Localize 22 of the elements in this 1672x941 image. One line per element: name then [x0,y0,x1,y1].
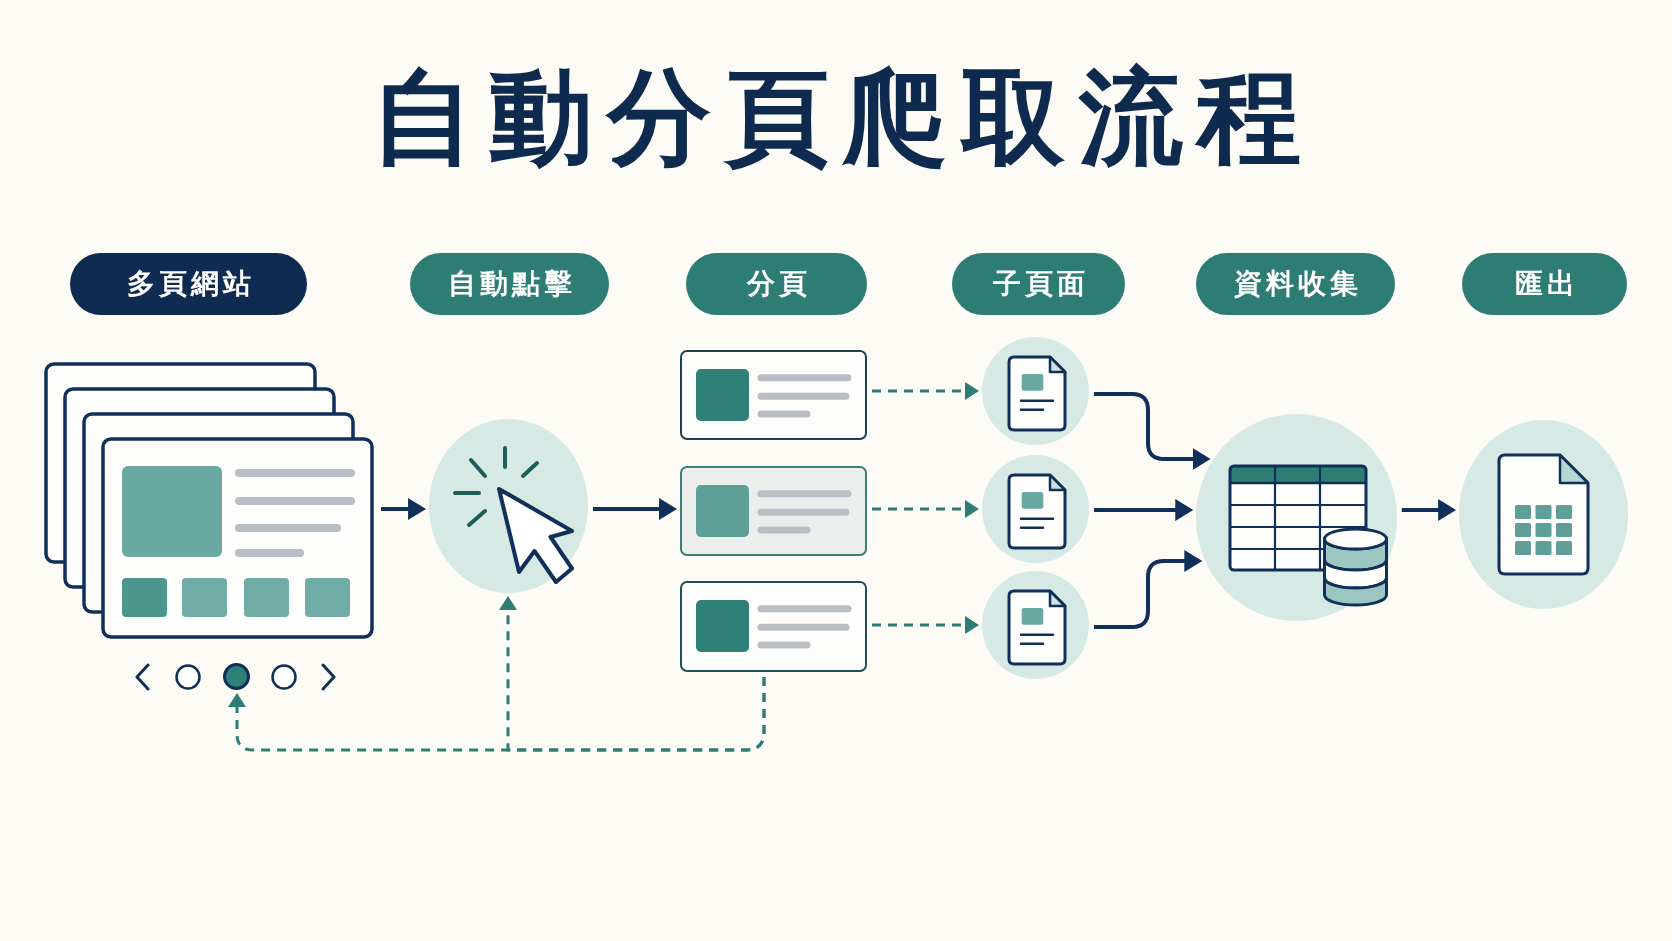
dashed-arrow [872,616,979,634]
arrow [381,498,427,520]
web-pages-illustration [42,361,376,642]
arrow [592,498,677,520]
arrow [1093,392,1211,470]
dashed-arrow [872,500,979,518]
diagram-title: 自動分頁爬取流程 [370,57,1316,177]
page-card [680,581,867,672]
step-heading: 多頁網站 [70,253,307,315]
arrow [1093,550,1203,629]
step-heading: 分頁 [686,253,867,315]
step-heading: 自動點擊 [410,253,609,315]
page-dot-icon [223,663,250,690]
page-card [680,466,867,556]
page-card [680,350,867,440]
step-heading: 匯出 [1462,253,1627,315]
arrow [1401,499,1457,521]
step-heading: 資料收集 [1196,253,1395,315]
step-heading: 子頁面 [952,253,1125,315]
dashed-arrow [872,382,979,400]
dashed-arrow [228,677,766,752]
arrow [1094,499,1194,521]
